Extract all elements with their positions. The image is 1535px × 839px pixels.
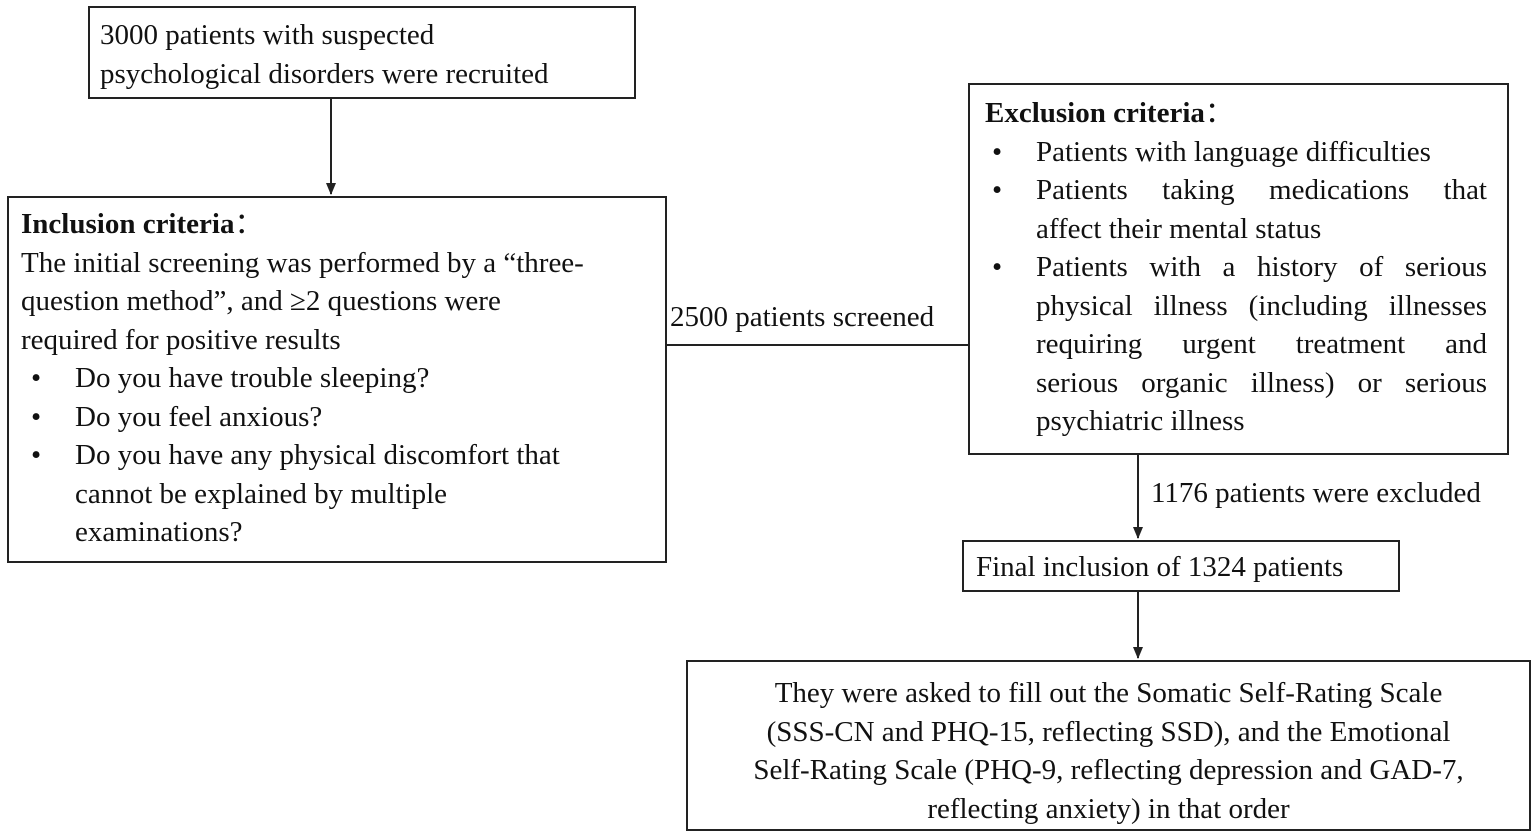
recruitment-box: 3000 patients with suspected psychologic… (88, 6, 636, 99)
exclusion-items-list: Patients with language difficulties Pati… (982, 133, 1487, 441)
exclusion-item: Patients with a history of serious physi… (982, 248, 1487, 441)
screening-question-item: Do you have any physical discomfort that… (21, 436, 665, 552)
screening-question-text: cannot be explained by multiple (75, 477, 448, 510)
screening-question-text: Do you have trouble sleeping? (75, 362, 430, 394)
exclusion-item-text: psychiatric illness (1036, 405, 1245, 437)
screening-question-item: Do you feel anxious? (21, 398, 665, 437)
inclusion-intro-line: required for positive results (21, 323, 341, 356)
screening-question-text: Do you feel anxious? (75, 400, 323, 433)
screened-count-label: 2500 patients screened (670, 301, 935, 333)
exclusion-item-text: affect their mental status (1036, 212, 1322, 245)
exclusion-item: Patients taking medications that affect … (982, 171, 1487, 248)
inclusion-heading-text: Inclusion criteria (21, 208, 235, 240)
screening-questions-list: Do you have trouble sleeping? Do you fee… (21, 359, 665, 552)
survey-text-line: They were asked to fill out the Somatic … (774, 677, 1443, 709)
recruitment-text-line: 3000 patients with suspected (100, 19, 435, 51)
inclusion-heading: Inclusion criteria： (21, 205, 665, 244)
screening-question-text: examinations? (75, 516, 243, 548)
exclusion-item-text: physical illness (including illnesses (1036, 289, 1487, 322)
exclusion-criteria-box: Exclusion criteria： Patients with langua… (968, 83, 1509, 455)
inclusion-criteria-box: Inclusion criteria： The initial screenin… (7, 196, 667, 563)
exclusion-item-text: serious organic illness) or serious (1036, 366, 1487, 399)
exclusion-heading-colon: ： (1204, 97, 1234, 129)
exclusion-heading-text: Exclusion criteria (985, 97, 1205, 129)
inclusion-intro-line: The initial screening was performed by a… (21, 246, 584, 279)
survey-text-line: Self-Rating Scale (PHQ-9, reflecting dep… (753, 754, 1464, 786)
screening-question-text: Do you have any physical discomfort that (75, 439, 560, 471)
exclusion-item-text: requiring urgent treatment and (1036, 328, 1487, 360)
screening-question-item: Do you have trouble sleeping? (21, 359, 665, 398)
inclusion-intro-line: question method”, and ≥2 questions were (21, 285, 501, 317)
inclusion-heading-colon: ： (234, 208, 264, 240)
survey-instructions-box: They were asked to fill out the Somatic … (686, 660, 1531, 831)
exclusion-item-text: Patients with a history of serious (1036, 251, 1487, 283)
exclusion-heading: Exclusion criteria： (985, 94, 1487, 133)
survey-text-line: (SSS-CN and PHQ-15, reflecting SSD), and… (766, 715, 1451, 748)
final-inclusion-text: Final inclusion of 1324 patients (976, 551, 1344, 583)
excluded-count-label: 1176 patients were excluded (1151, 477, 1481, 509)
exclusion-item-text: Patients with language difficulties (1036, 135, 1431, 168)
survey-text-line: reflecting anxiety) in that order (927, 792, 1290, 825)
final-inclusion-box: Final inclusion of 1324 patients (962, 540, 1400, 592)
exclusion-item: Patients with language difficulties (982, 133, 1487, 172)
exclusion-item-text: Patients taking medications that (1036, 174, 1487, 206)
recruitment-text-line: psychological disorders were recruited (100, 57, 549, 90)
